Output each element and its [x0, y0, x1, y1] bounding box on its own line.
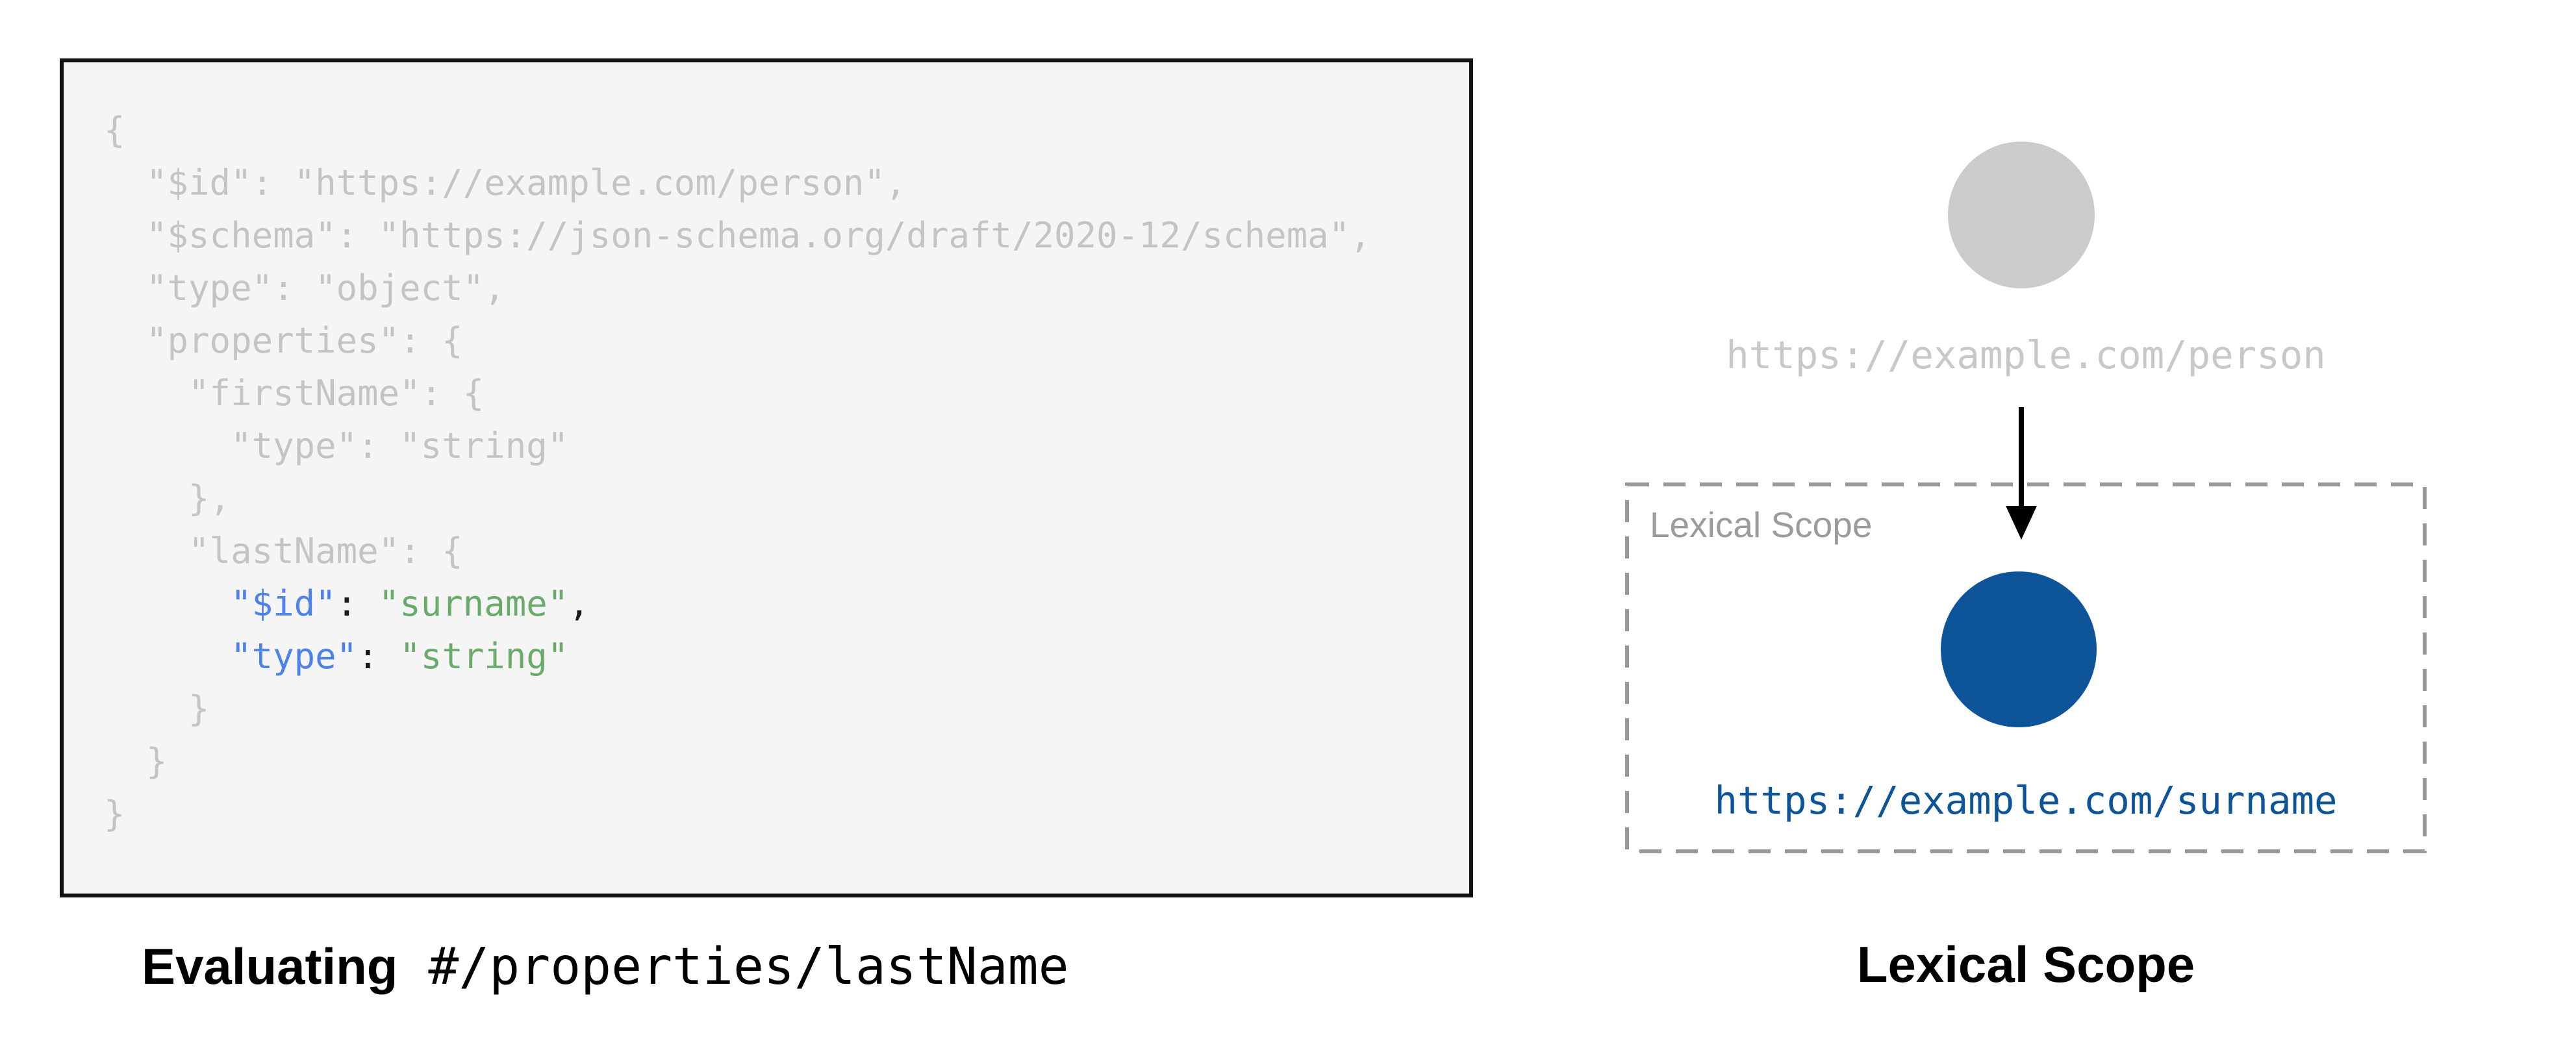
- left-caption-pointer: #/properties/lastName: [398, 938, 1069, 996]
- left-caption: Evaluating #/properties/lastName: [142, 937, 1069, 996]
- json-schema-code: { "$id": "https://example.com/person", "…: [104, 110, 1371, 834]
- lexical-scope-box-label: Lexical Scope: [1650, 505, 1873, 545]
- parent-schema-node: [1948, 142, 2095, 288]
- left-caption-word: Evaluating: [142, 938, 398, 995]
- child-schema-node: [1941, 571, 2097, 727]
- json-schema-code-box: { "$id": "https://example.com/person", "…: [60, 58, 1473, 897]
- parent-schema-uri-label: https://example.com/person: [1726, 332, 2326, 377]
- child-schema-uri-label: https://example.com/surname: [1714, 778, 2338, 823]
- reference-arrow-icon: [2006, 407, 2037, 540]
- right-caption: Lexical Scope: [1856, 936, 2195, 993]
